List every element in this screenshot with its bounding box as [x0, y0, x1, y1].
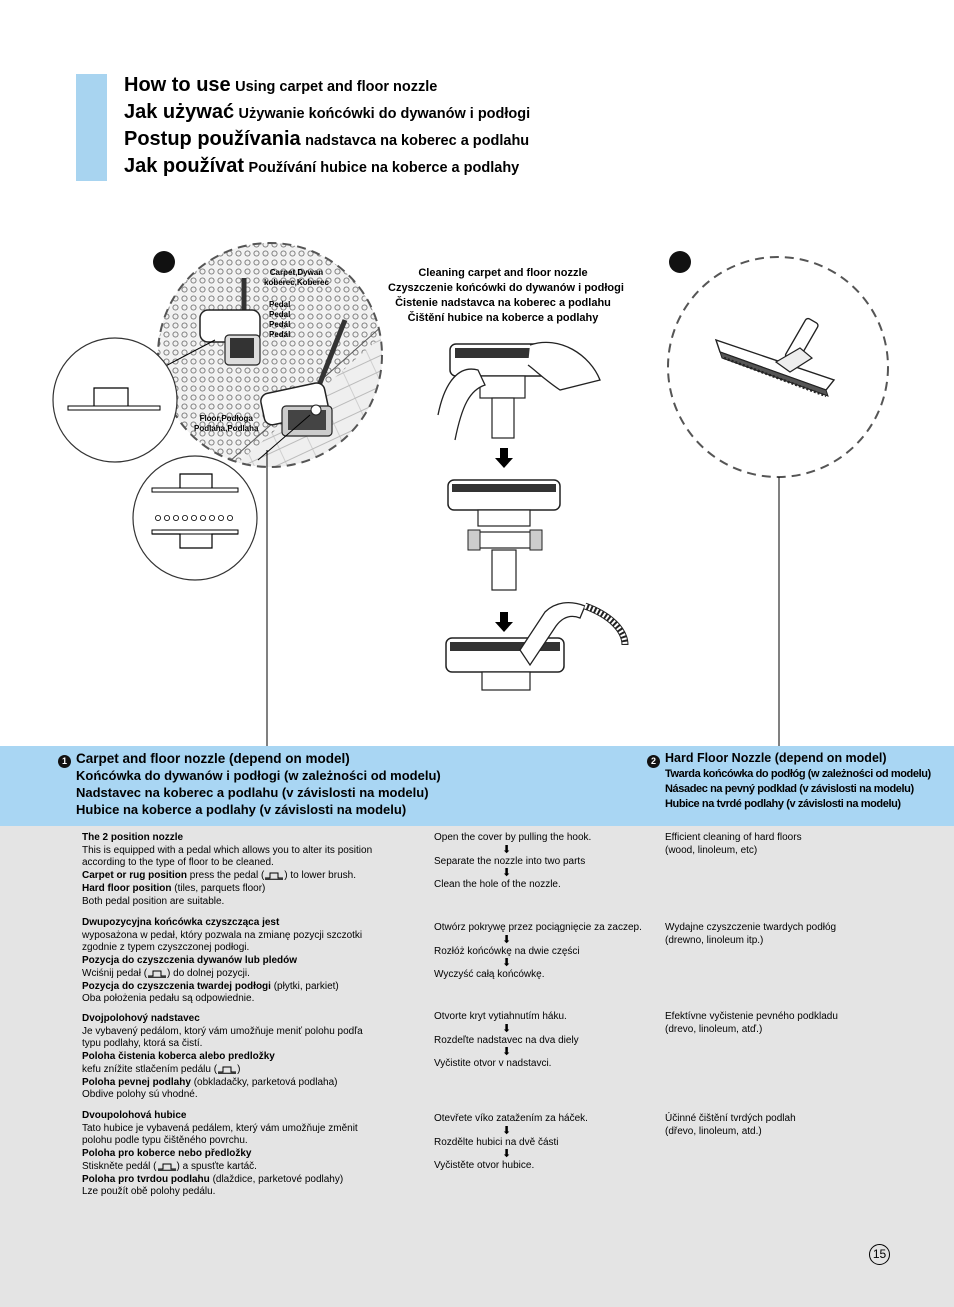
col1-block-pl: Dwupozycyjna końcówka czyszcząca jest wy…	[82, 917, 363, 1005]
cleaning-caption: Cleaning carpet and floor nozzle Czyszcz…	[388, 267, 624, 324]
section1-sub-sk: Nadstavec na koberec a podlahu (v závisl…	[76, 785, 429, 800]
header-line-sk: Postup používania nadstavca na koberec a…	[124, 128, 530, 150]
hard-floor-nozzle-icon	[714, 317, 836, 398]
section2-sub-cz: Hubice na tvrdé podlahy (v závislosti na…	[665, 798, 901, 810]
section2-title: Hard Floor Nozzle (depend on model)	[665, 751, 887, 765]
col1-block-cz: Dvoupolohová hubice Tato hubice je vybav…	[82, 1110, 358, 1198]
col2-block-pl: Otwórz pokrywę przez pociągnięcie za zac…	[434, 922, 642, 981]
pedal-labels: Pedal Pedal Pedál Pedál	[269, 300, 291, 339]
header-line-cz: Jak používat Používání hubice na koberce…	[124, 155, 520, 177]
step-1-marker	[153, 251, 175, 273]
nozzle-carpet-icon	[199, 278, 261, 366]
down-arrow-icon: ⬇	[502, 1124, 512, 1137]
col2-block-en: Open the cover by pulling the hook. ⬇ Se…	[434, 832, 592, 891]
down-arrow-icon: ⬇	[502, 1148, 512, 1161]
section1-title: Carpet and floor nozzle (depend on model…	[76, 751, 350, 766]
content-area	[0, 826, 954, 1307]
illustration-graphics	[52, 242, 889, 746]
col3-block-sk: Efektívne vyčistenie pevného podkladu(dr…	[665, 1011, 838, 1035]
section2-sub-pl: Twarda końcówka do podłóg (w zależności …	[665, 768, 931, 780]
pedal-inset-lower	[132, 455, 258, 581]
col3-block-cz: Účinné čištění tvrdých podlah(dřevo, lin…	[665, 1113, 796, 1137]
pedal-icon	[218, 1066, 237, 1074]
col2-block-cz: Otevřete víko zatažením za háček. ⬇ Rozd…	[434, 1113, 588, 1172]
down-arrow-icon: ⬇	[502, 933, 512, 946]
floor-label: Floor,Podłoga Podlaha,Podlaha	[194, 414, 259, 433]
section1-header: Carpet and floor nozzle (depend on model…	[76, 751, 441, 817]
section2-header: Hard Floor Nozzle (depend on model) Twar…	[665, 751, 931, 810]
section1-sub-pl: Końcówka do dywanów i podłogi (w zależno…	[76, 768, 441, 783]
header-accent-bar	[76, 74, 107, 181]
cleaning-steps-illustration	[437, 341, 629, 691]
section1-sub-cz: Hubice na koberce a podlahy (v závislost…	[76, 802, 407, 817]
down-arrow-icon: ⬇	[502, 843, 512, 856]
pedal-icon	[157, 1163, 176, 1171]
page-number: 15	[869, 1244, 890, 1265]
header-line-pl: Jak używać Używanie końcówki do dywanów …	[124, 101, 531, 123]
header-line-en: How to use Using carpet and floor nozzle	[124, 74, 438, 96]
pedal-icon	[265, 872, 284, 880]
down-arrow-icon: ⬇	[502, 957, 512, 970]
section2-number: 2	[647, 755, 660, 768]
carpet-label: Carpet,Dywan koberec,Koberec	[264, 268, 329, 287]
section1-number: 1	[58, 755, 71, 768]
down-arrow-icon: ⬇	[502, 867, 512, 880]
col1-block-en: The 2 position nozzle This is equipped w…	[82, 832, 373, 907]
down-arrow-icon: ⬇	[502, 1022, 512, 1035]
section-header-band	[0, 746, 954, 826]
step-2-marker	[669, 251, 691, 273]
col3-block-en: Efficient cleaning of hard floors(wood, …	[665, 832, 802, 856]
down-arrow-icon: ⬇	[502, 1046, 512, 1059]
circle-2-hard-floor	[667, 256, 889, 746]
col2-block-sk: Otvorte kryt vytiahnutím háku. ⬇ Rozdeľt…	[434, 1011, 579, 1070]
pedal-icon	[148, 970, 167, 978]
pedal-inset-upper	[52, 337, 178, 463]
col1-block-sk: Dvojpolohový nadstavec Je vybavený pedál…	[82, 1013, 363, 1101]
col3-block-pl: Wydajne czyszczenie twardych podłóg(drew…	[665, 922, 837, 946]
section2-sub-sk: Násadec na pevný podklad (v závislosti n…	[665, 783, 914, 795]
